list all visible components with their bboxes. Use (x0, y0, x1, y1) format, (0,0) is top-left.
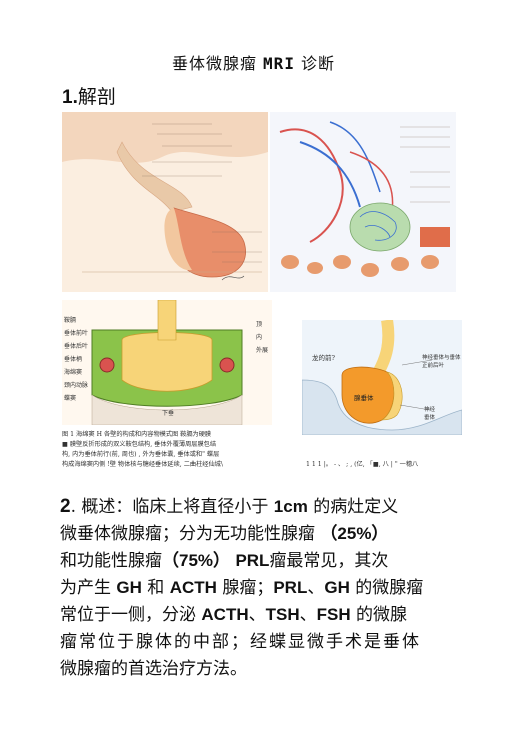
figure-cavernous-sinus: 鞍膈 垂体前叶 垂体后叶 垂体柄 海绵窦 颈内动脉 蝶窦 下垂 顶 内 外展 (62, 300, 272, 425)
figure-pituitary-vascular (270, 112, 456, 292)
figure-lobes-adeno: 腺垂体 (354, 394, 374, 402)
s2-l4c: 的微腺瘤 (349, 578, 424, 598)
s2-l4b: 腺瘤； (216, 578, 274, 598)
title-prefix: 垂体微腺瘤 (171, 54, 264, 73)
section-2-line6: 瘤常位于腺体的中部；经蝶显微手术是垂体 (60, 632, 421, 652)
label-inner: 内 (256, 334, 263, 341)
section-1-heading: 1.解剖 (62, 82, 116, 109)
label-stalk: 垂体柄 (64, 356, 83, 363)
caption-left-line4: 构成海绵窦内侧 !壁 物体核与糖经垂体延续, 二曲柱经仙城\ (62, 461, 223, 468)
label-top: 顶 (256, 321, 263, 328)
s2-l1a: . 概述：临床上将直径小于 (70, 497, 274, 517)
s2-gh: GH (116, 578, 142, 597)
caption-left-line3: 构, 内为垂体前行(前, 周也) , 外为垂体囊, 垂体或和" 蝶层 (62, 451, 220, 458)
s2-pct1: （25%） (320, 524, 389, 543)
figure-lobes-neuro: 神经 垂体 (424, 407, 436, 421)
label-anmo: 鞍膈 (64, 317, 77, 324)
s2-size: 1cm (273, 497, 308, 516)
section-1-label: 解剖 (77, 86, 116, 108)
s2-l3a: 和功能性腺瘤 (60, 551, 162, 571)
s2-pct2: （75%） (162, 551, 231, 570)
label-sphenoid: 蝶窦 (64, 395, 77, 402)
caption-left: 图 1 海绵窦 H 各壁的构成和内容物模式图 鞍膈为硬膜 ■ 膜壁反折形成的双义… (62, 430, 223, 470)
s2-sep1: 、 (307, 578, 325, 598)
section-2-line2: 微垂体微腺瘤；分为无功能性腺瘤 （25%） (60, 519, 388, 544)
caption-left-line2: ■ 膜壁反折形成的双义鞍包结构, 垂体外覆薄周层膜包结 (62, 441, 217, 448)
figure-pituitary-sagittal (62, 112, 268, 292)
section-2-line7: 微腺瘤的首选治疗方法。 (60, 659, 247, 679)
figure-lobes-top-label: 龙的前? (312, 354, 335, 362)
page-title: 垂体微腺瘤 MRI 诊断 (0, 50, 507, 74)
figure-pituitary-lobes: 龙的前? 腺垂体 神经垂体与垂体 正前后叶 神经 垂体 (302, 320, 462, 435)
s2-l5a: 常位于一侧，分泌 (60, 605, 202, 625)
label-anterior: 垂体前叶 (64, 330, 89, 337)
s2-l4a: 为产生 (60, 578, 117, 598)
caption-left-line1: 图 1 海绵窦 H 各壁的构成和内容物模式图 鞍膈为硬膜 (62, 431, 212, 438)
label-carotid: 颈内动脉 (64, 382, 89, 389)
title-mri: MRI (263, 54, 295, 73)
figure-cavernous-labels: 鞍膈 垂体前叶 垂体后叶 垂体柄 海绵窦 颈内动脉 蝶窦 (64, 314, 88, 405)
section-2-line4: 为产生 GH 和 ACTH 腺瘤；PRL、GH 的微腺瘤 (60, 573, 423, 598)
s2-l1b: 的病灶定义 (307, 497, 399, 517)
s2-l2a: 微垂体微腺瘤；分为无功能性腺瘤 (60, 524, 321, 544)
title-suffix: 诊断 (294, 54, 336, 73)
section-2-line1: 2. 概述：临床上将直径小于 1cm 的病灶定义 (60, 492, 398, 518)
s2-acth: ACTH (169, 578, 217, 597)
label-lower: 下垂 (162, 410, 175, 417)
s2-prl: PRL (235, 551, 270, 570)
caption-right: 1 1 1 |。 - 、 ; , (亿, 「■, 八 | " 一穗八 (306, 461, 419, 468)
section-2-line5: 常位于一侧，分泌 ACTH、TSH、FSH 的微腺 (60, 600, 407, 625)
figure-lobes-right-label: 神经垂体与垂体 正前后叶 (422, 355, 461, 369)
s2-fsh: FSH (316, 605, 351, 624)
s2-prl2: PRL (273, 578, 308, 597)
label-abducens: 外展 (256, 347, 269, 354)
section-2-number: 2 (60, 496, 71, 517)
section-2-line3: 和功能性腺瘤（75%） PRL瘤最常见，其次 (60, 546, 388, 571)
s2-l3b: 瘤最常见，其次 (269, 551, 389, 571)
s2-sep2: 、 (248, 605, 266, 625)
figure-cavernous-labels-right: 顶 内 外展 (256, 318, 268, 357)
s2-l5b: 的微腺 (350, 605, 408, 625)
s2-gh2: GH (324, 578, 350, 597)
s2-acth2: ACTH (201, 605, 249, 624)
label-cavernous: 海绵窦 (64, 369, 83, 376)
label-posterior: 垂体后叶 (64, 343, 89, 350)
s2-and: 和 (141, 578, 170, 598)
s2-sep3: 、 (299, 605, 317, 625)
section-1-number: 1. (62, 87, 78, 108)
s2-tsh: TSH (265, 605, 300, 624)
